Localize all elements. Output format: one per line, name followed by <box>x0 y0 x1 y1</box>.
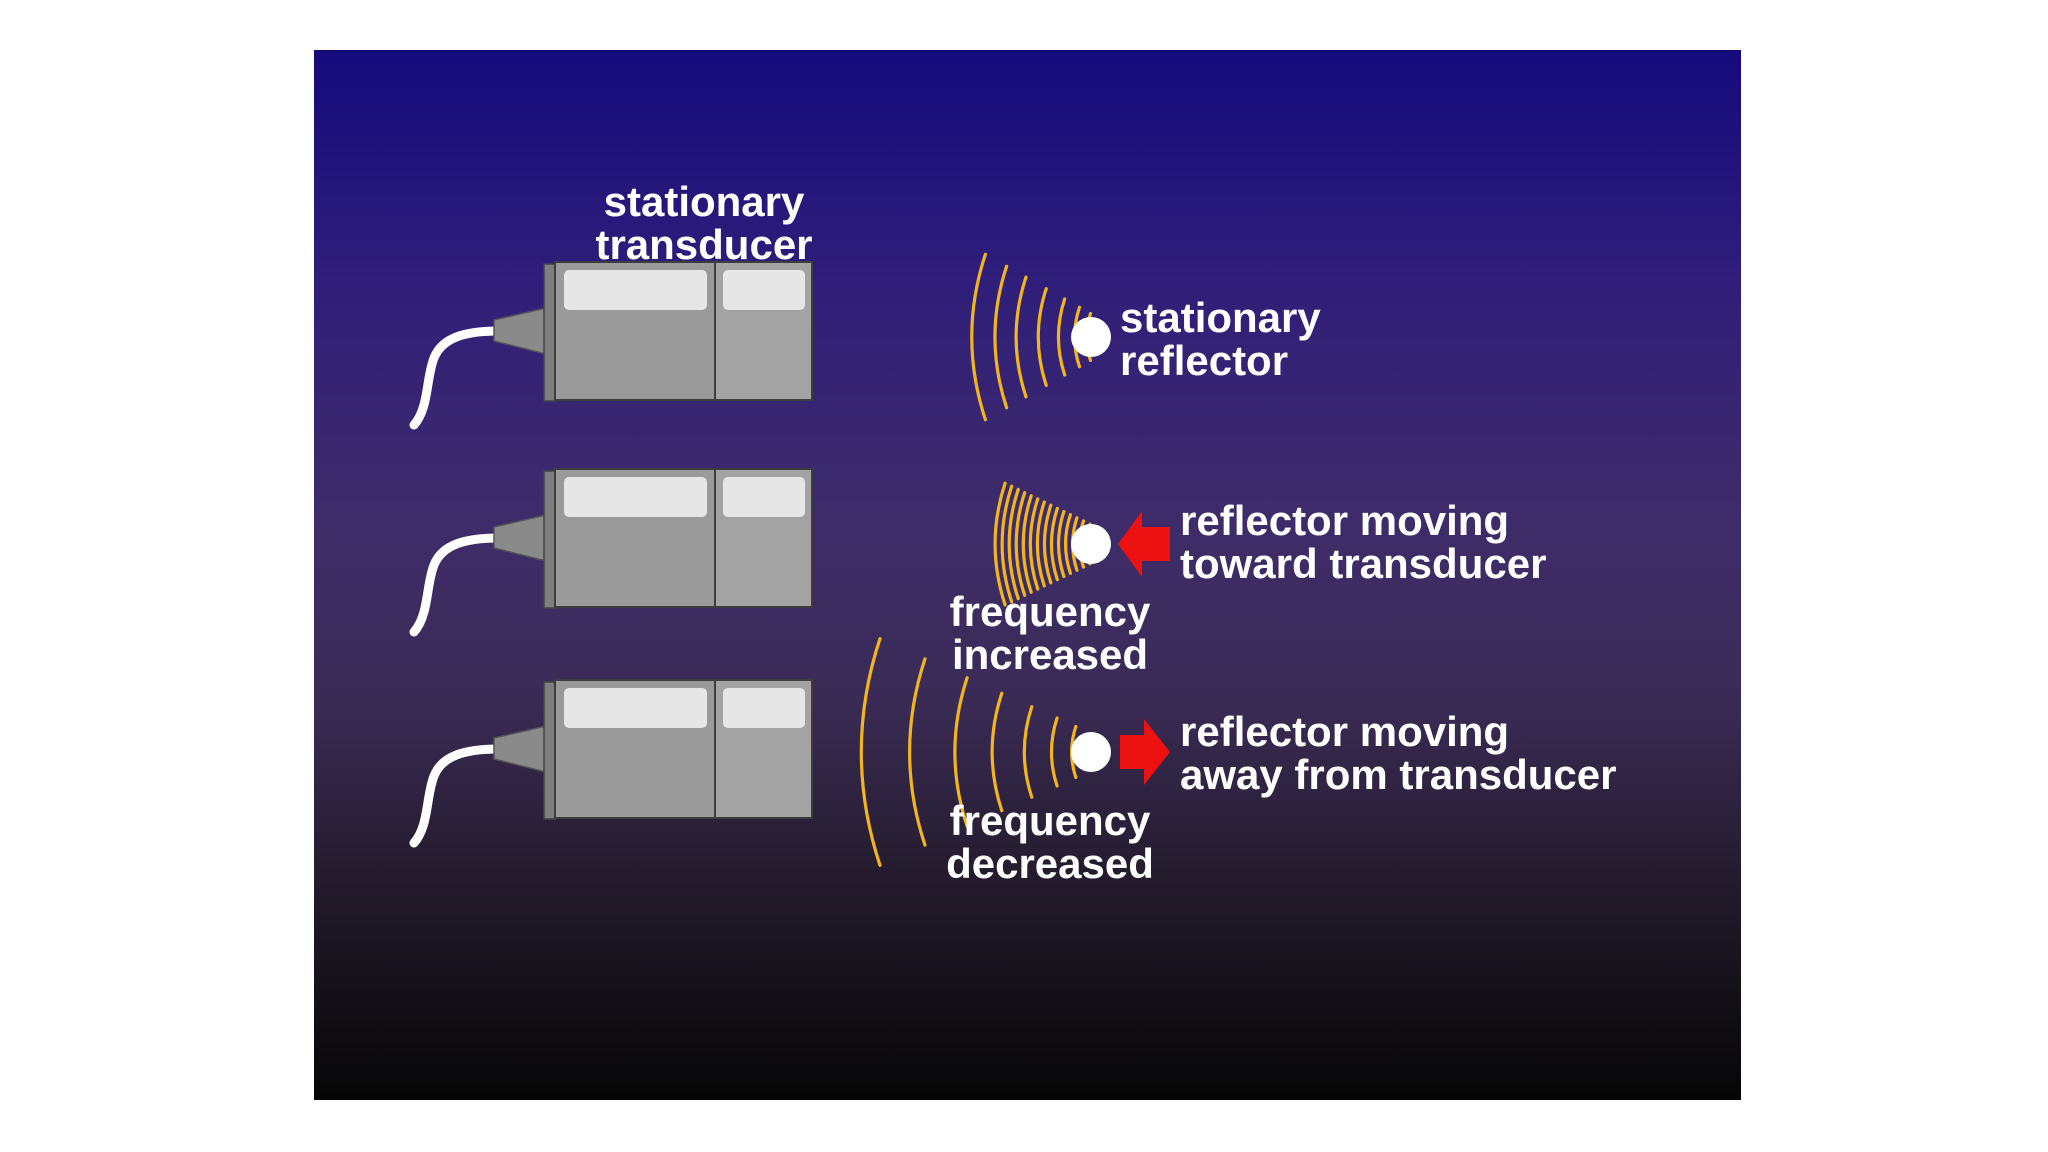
wave-arc <box>993 264 1009 410</box>
wave-arc <box>1028 497 1040 591</box>
stationary-reflector-line2: reflector <box>1120 337 1289 384</box>
wave-arc <box>1042 503 1053 585</box>
transducer-window <box>564 688 707 728</box>
frequency-increased-line2: increased <box>951 631 1149 678</box>
wave-arc <box>908 657 927 847</box>
wave-arc <box>1022 705 1034 799</box>
wave-arc <box>1056 297 1067 377</box>
reflector-away-label: reflector moving away from transducer <box>1180 710 1617 796</box>
transducer-3 <box>409 679 813 848</box>
wave-arc <box>1049 506 1059 582</box>
wave-arc <box>1056 509 1066 579</box>
arrow-left-icon <box>1118 511 1170 577</box>
transducer-connector <box>493 725 547 773</box>
frequency-decreased-line1: frequency <box>949 797 1151 844</box>
transducer-window <box>723 270 805 310</box>
frequency-decreased-line2: decreased <box>946 840 1154 887</box>
wave-arc <box>1014 275 1028 399</box>
wave-arc <box>1007 487 1020 601</box>
reflector-toward-line2: toward transducer <box>1180 540 1547 587</box>
transducer-1 <box>409 261 813 430</box>
transducer-label: stationary transducer <box>534 180 874 266</box>
frequency-decreased-label: frequency decreased <box>930 799 1170 885</box>
reflector-toward-line1: reflector moving <box>1180 497 1510 544</box>
spread-wave-arcs <box>859 637 1094 867</box>
reflector-away-line2: away from transducer <box>1180 751 1617 798</box>
transducer-window <box>564 477 707 517</box>
diagram-slide: stationary transducer stationary reflect… <box>314 50 1741 1100</box>
transducer-label-line1: stationary <box>603 178 805 225</box>
cable <box>409 326 504 430</box>
transducer-connector <box>493 514 547 562</box>
transducer-window <box>723 477 805 517</box>
transducer-connector <box>493 307 547 355</box>
transducer-label-line2: transducer <box>595 221 813 268</box>
frequency-increased-line1: frequency <box>949 588 1151 635</box>
stationary-reflector-label: stationary reflector <box>1120 296 1321 382</box>
wave-arc <box>1014 491 1027 597</box>
reflector-away-line1: reflector moving <box>1180 708 1510 755</box>
reflector-toward-label: reflector moving toward transducer <box>1180 499 1546 585</box>
reflector-dot-3 <box>1071 732 1111 772</box>
wave-arc <box>953 676 969 828</box>
cable <box>409 744 504 848</box>
stationary-reflector-line1: stationary <box>1120 294 1321 341</box>
wave-arc <box>1035 500 1046 588</box>
frequency-increased-label: frequency increased <box>930 590 1170 676</box>
wave-arc <box>1000 484 1014 604</box>
arrow-right-icon <box>1120 719 1170 785</box>
wave-arc <box>1036 287 1048 387</box>
wave-arc <box>993 481 1007 607</box>
compressed-wave-arcs <box>993 481 1092 607</box>
doppler-diagram <box>409 252 1170 867</box>
reflector-dot-1 <box>1071 317 1111 357</box>
transducer-window <box>564 270 707 310</box>
wave-arc <box>990 691 1004 813</box>
transducer-2 <box>409 468 813 637</box>
transducer-window <box>723 688 805 728</box>
wave-arc <box>1021 494 1033 594</box>
wave-arc <box>1063 513 1073 575</box>
wave-arc <box>1049 716 1059 788</box>
wave-arc <box>859 637 882 867</box>
wave-arc <box>970 252 988 422</box>
cable <box>409 533 504 637</box>
reflector-dot-2 <box>1071 524 1111 564</box>
